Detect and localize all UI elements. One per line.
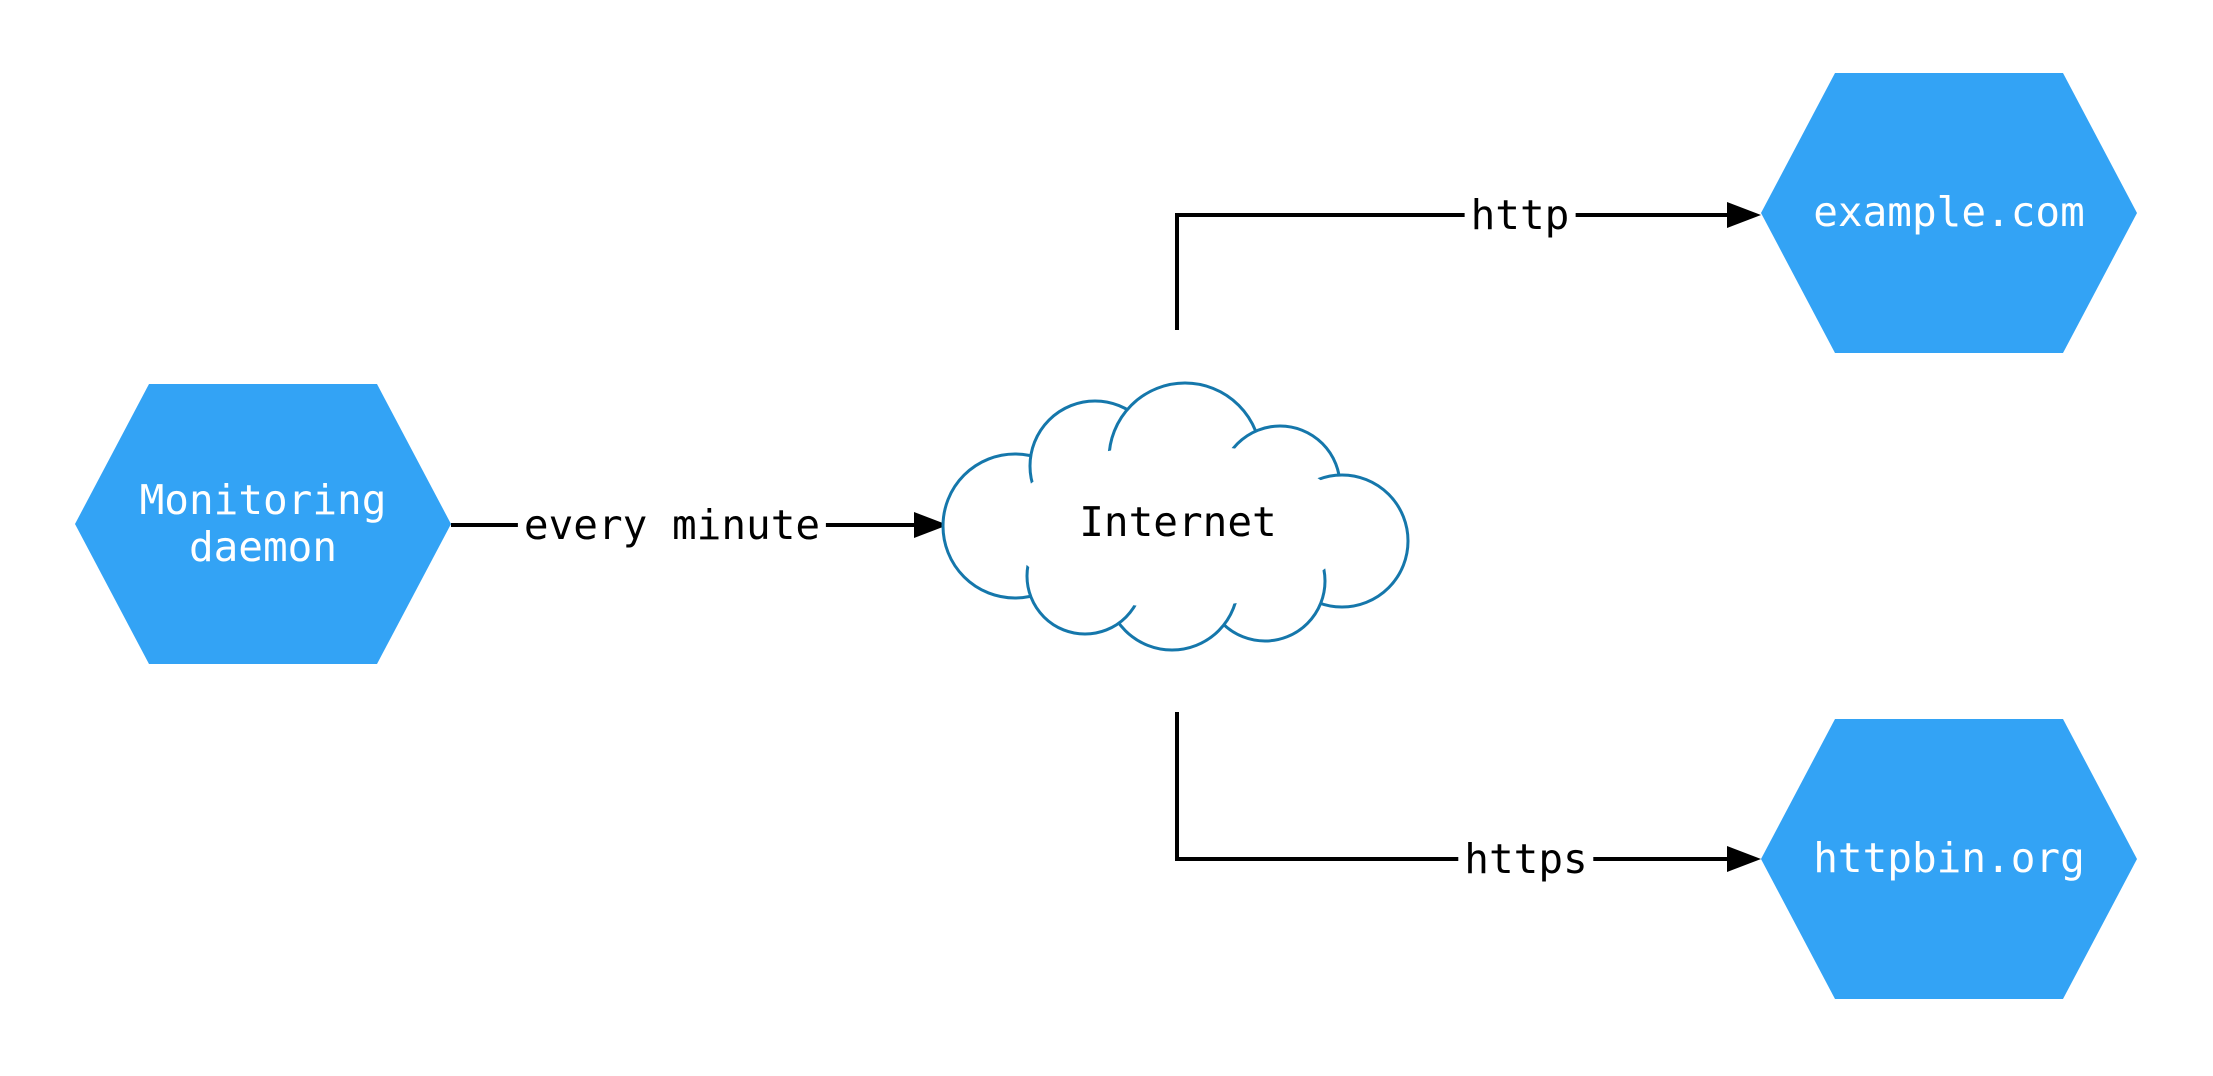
cloud-body xyxy=(1006,444,1350,608)
node-httpbin-org: httpbin.org xyxy=(1761,719,2137,999)
node-httpbin-org-label: httpbin.org xyxy=(1813,834,2085,883)
edge-monitoring-internet-label: every minute xyxy=(517,501,827,549)
edge-internet-example-arrowhead-icon xyxy=(1727,202,1761,228)
edge-internet-example-line xyxy=(1175,213,1729,217)
edge-internet-example-vertical-line xyxy=(1175,213,1179,330)
edge-internet-httpbin-arrowhead-icon xyxy=(1727,846,1761,872)
node-example-com: example.com xyxy=(1761,73,2137,353)
edge-internet-httpbin-label: https xyxy=(1458,835,1594,883)
node-monitoring-daemon-label: Monitoring daemon xyxy=(139,475,387,571)
node-monitoring-daemon: Monitoring daemon xyxy=(75,384,451,664)
node-example-com-label: example.com xyxy=(1813,188,2085,237)
edge-internet-httpbin-line xyxy=(1175,857,1729,861)
node-internet-cloud: Internet xyxy=(941,381,1410,652)
edge-internet-example-label: http xyxy=(1464,191,1576,239)
edge-internet-httpbin-vertical-line xyxy=(1175,712,1179,861)
node-internet-label: Internet xyxy=(1079,498,1276,546)
